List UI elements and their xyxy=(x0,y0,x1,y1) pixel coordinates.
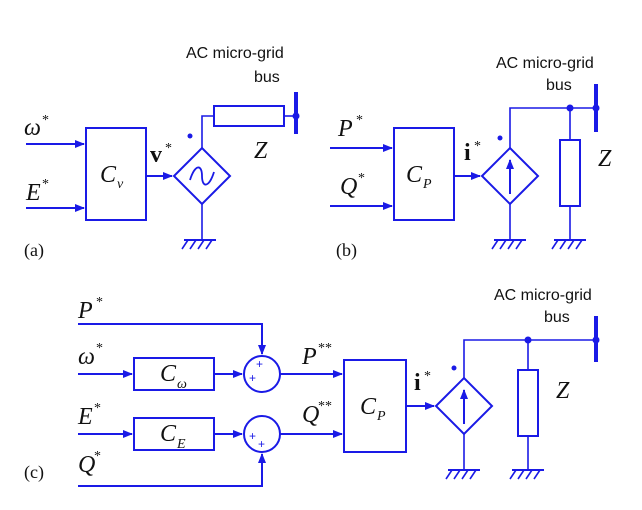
controller-ce-sub: E xyxy=(176,437,186,452)
source-to-z-wire xyxy=(201,115,214,148)
input-q-sup: * xyxy=(94,449,101,464)
ac-sine-icon xyxy=(189,166,215,186)
p-star-star-sup: ** xyxy=(318,341,332,356)
sum-plus-left: + xyxy=(249,371,256,385)
input-q-label: Q xyxy=(340,174,357,200)
impedance-z-label: Z xyxy=(556,378,570,404)
input-omega-label: ω xyxy=(24,115,41,141)
controller-cv-label: C xyxy=(100,162,117,188)
load-impedance-block xyxy=(517,369,539,437)
bus-node-dot xyxy=(292,112,300,120)
input-q-sup: * xyxy=(358,171,365,186)
input-p-label: P xyxy=(337,116,353,142)
input-omega-sup: * xyxy=(42,113,49,128)
bus-node-dot xyxy=(592,104,600,112)
controller-cv-block xyxy=(85,127,147,221)
controller-comega-sub: ω xyxy=(177,377,187,392)
impedance-z-block xyxy=(213,105,285,127)
ground-hatch-icon xyxy=(509,469,541,480)
input-p-sup: * xyxy=(96,295,103,310)
caption-c: (c) xyxy=(24,462,44,483)
controller-comega-label: C xyxy=(160,361,177,387)
panel-b: P * Q * C P i * AC micro-grid bus Z (b) xyxy=(330,55,612,261)
polarity-dot-icon xyxy=(187,133,193,139)
input-omega-label: ω xyxy=(78,344,95,370)
voltage-ref-sup: * xyxy=(165,141,172,156)
impedance-z-label: Z xyxy=(254,138,268,164)
input-omega-sup: * xyxy=(96,341,103,356)
bus-label-line2: bus xyxy=(544,309,570,326)
bus-label-line1: AC micro-grid xyxy=(186,45,284,62)
current-ref-sup: * xyxy=(424,369,431,384)
input-p-wire xyxy=(78,323,266,355)
controller-cp-sub: P xyxy=(376,409,386,424)
current-ref-sup: * xyxy=(474,139,481,154)
input-e-label: E xyxy=(25,180,41,206)
controller-ce-block xyxy=(133,417,215,451)
voltage-ref-label: v xyxy=(150,142,162,168)
input-p-sup: * xyxy=(356,113,363,128)
bus-label-line1: AC micro-grid xyxy=(496,55,594,72)
controller-comega-block xyxy=(133,357,215,391)
bus-label-line2: bus xyxy=(546,77,572,94)
controller-cp-label: C xyxy=(360,394,377,420)
panel-a: ω * E * C v v * Z AC micro-grid bus (a) xyxy=(24,45,300,261)
load-impedance-block xyxy=(559,139,581,207)
polarity-dot-icon xyxy=(497,135,503,141)
source-to-bus-wire xyxy=(509,107,596,148)
controller-cv-sub: v xyxy=(117,177,124,192)
ground-hatch-icon xyxy=(491,239,523,250)
ground-hatch-icon xyxy=(181,239,213,250)
input-e-sup: * xyxy=(94,401,101,416)
input-q-label: Q xyxy=(78,452,95,478)
panel-c: P * ω * C ω + + P ** E * C E Q * + + Q xyxy=(24,287,600,487)
source-to-bus-wire xyxy=(463,339,596,378)
ground-hatch-icon xyxy=(445,469,477,480)
ground-hatch-icon xyxy=(551,239,583,250)
input-e-sup: * xyxy=(42,177,49,192)
p-star-star-label: P xyxy=(301,344,317,370)
bus-label-line1: AC micro-grid xyxy=(494,287,592,304)
controller-cp-block xyxy=(393,127,455,221)
input-p-label: P xyxy=(77,298,93,324)
bus-label-line2: bus xyxy=(254,69,280,86)
sum-plus-left: + xyxy=(249,429,256,443)
polarity-dot-icon xyxy=(451,365,457,371)
sum-plus-top: + xyxy=(256,357,263,371)
controller-cp-sub: P xyxy=(422,177,432,192)
controller-ce-label: C xyxy=(160,421,177,447)
q-star-star-label: Q xyxy=(302,402,319,428)
current-ref-label: i xyxy=(414,370,421,396)
impedance-z-label: Z xyxy=(598,146,612,172)
sum-plus-bottom: + xyxy=(258,437,265,451)
caption-a: (a) xyxy=(24,240,44,261)
input-e-label: E xyxy=(77,404,93,430)
bus-node-dot xyxy=(592,336,600,344)
input-q-wire xyxy=(78,453,266,487)
current-ref-label: i xyxy=(464,140,471,166)
q-star-star-sup: ** xyxy=(318,399,332,414)
controller-cp-label: C xyxy=(406,162,423,188)
caption-b: (b) xyxy=(336,240,357,261)
